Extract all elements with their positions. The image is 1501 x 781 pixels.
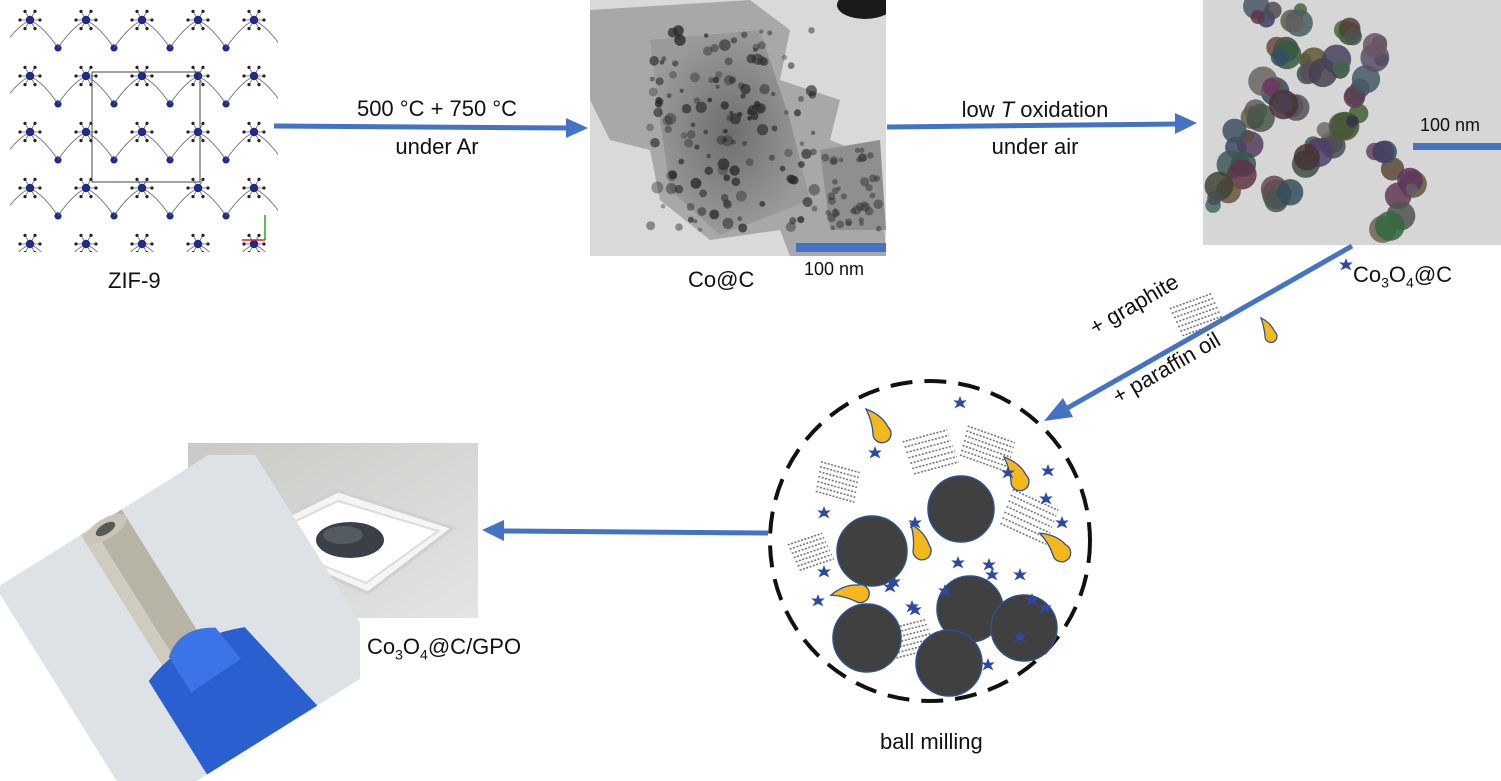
co3o4-label: Co3O4@C: [1353, 262, 1453, 291]
zif-structure-image: [10, 9, 278, 252]
step1-temperature: 500 °C + 750 °C: [356, 96, 518, 121]
arrow-4: [482, 520, 769, 541]
arrow-2: [886, 113, 1197, 134]
co3o4-tem-image: [1203, 0, 1501, 245]
arrow-1: [273, 118, 588, 138]
axis-icon: [242, 215, 266, 241]
graphite-flake-icon: [1169, 292, 1224, 336]
step2-conditions: low T oxidation: [961, 97, 1109, 122]
ball-milling-jar: [768, 379, 1092, 703]
scale-bar-label-2: 100 nm: [1420, 115, 1481, 135]
scale-bar-label-1: 100 nm: [804, 259, 865, 279]
arrow-3: [1044, 243, 1354, 421]
step1-conditions: 500 °C + 750 °C: [322, 96, 552, 122]
ball-milling-label: ball milling: [880, 729, 983, 754]
electrode-photo: [0, 455, 360, 781]
product-label: Co3O4@C/GPO: [367, 634, 522, 663]
coc-tem-image: [590, 0, 886, 256]
zif-label: ZIF-9: [108, 268, 161, 293]
coc-label: Co@C: [688, 267, 755, 292]
oil-drop-icon: [1259, 316, 1278, 344]
step1-atmosphere: under Ar: [395, 134, 479, 159]
step2-atmosphere: under air: [991, 134, 1079, 159]
milling-balls: [832, 475, 1058, 697]
